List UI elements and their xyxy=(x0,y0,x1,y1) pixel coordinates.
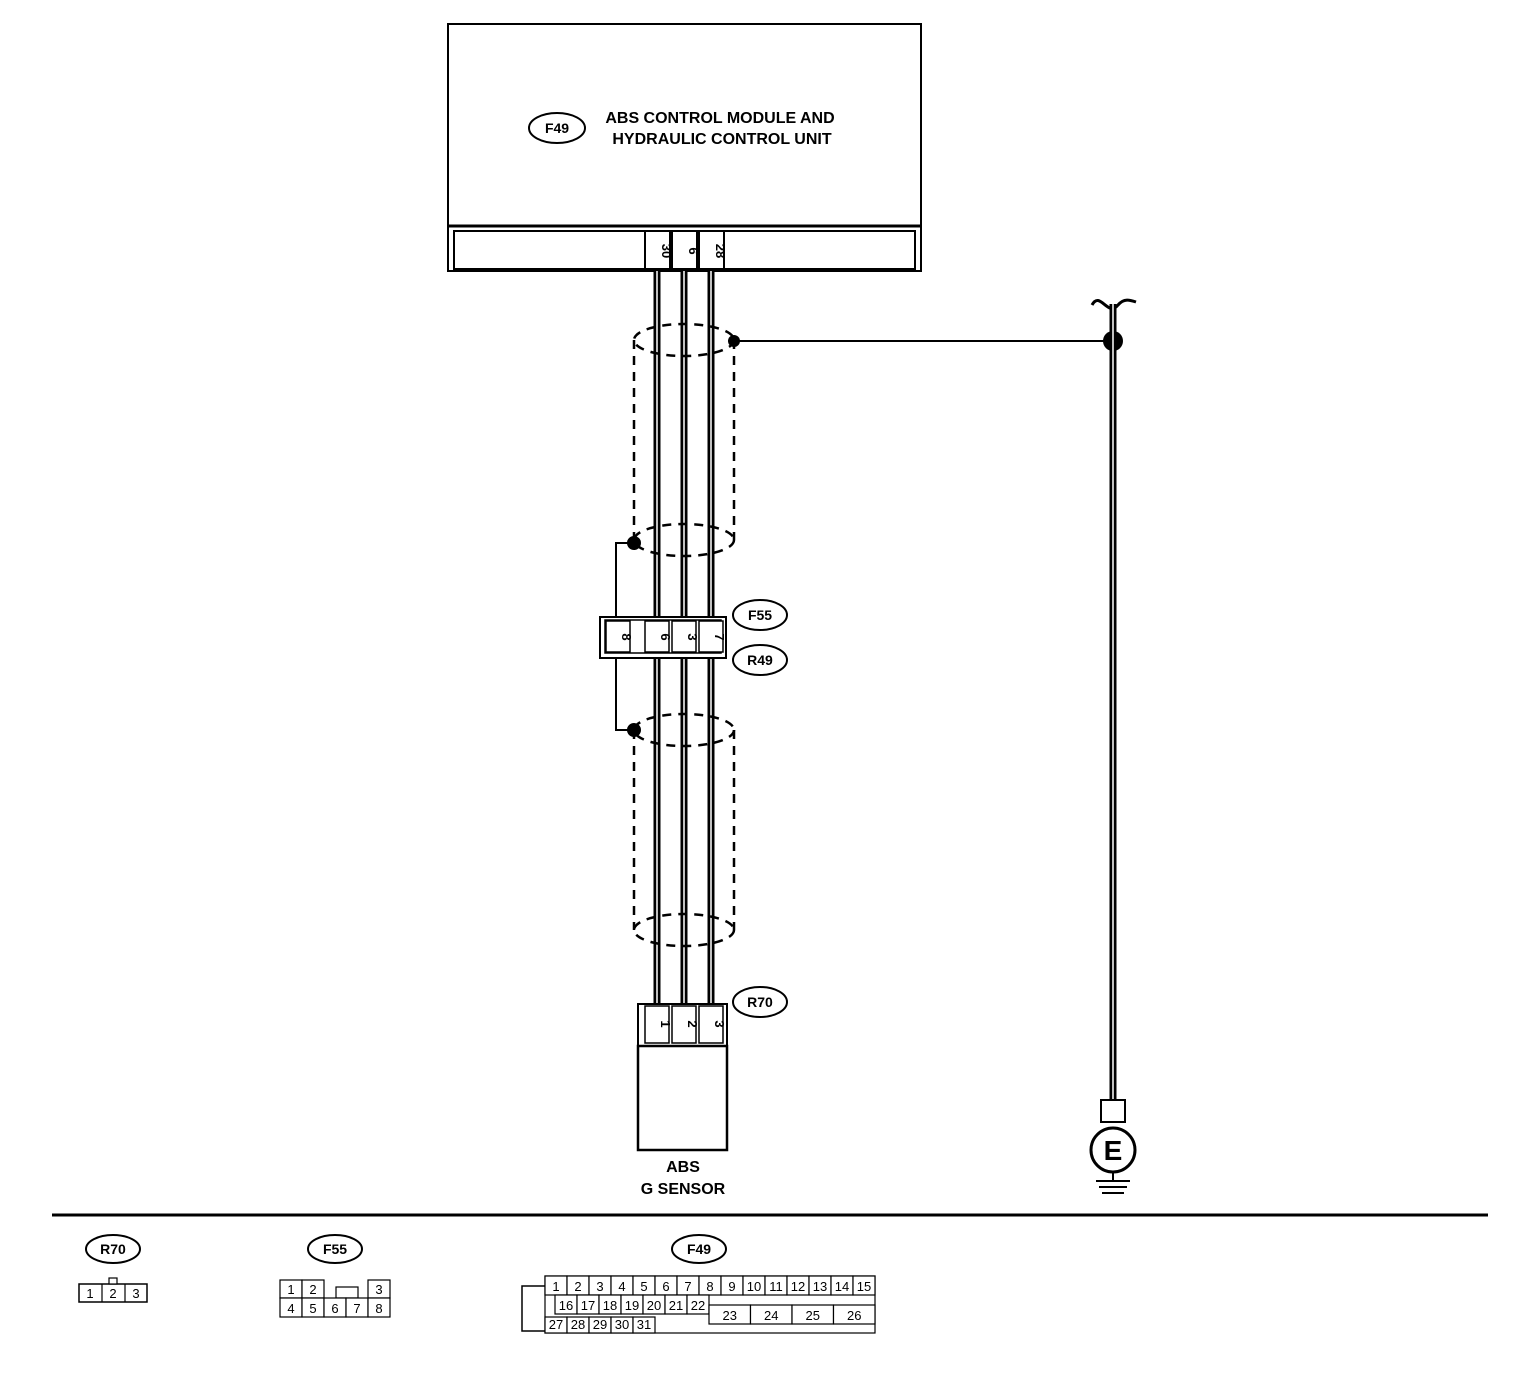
inline-pin: 8 xyxy=(619,633,634,640)
legend-f49-pin: 27 xyxy=(549,1317,563,1332)
legend-r70-pin: 3 xyxy=(132,1286,139,1301)
legend-f49-pin: 15 xyxy=(857,1279,871,1294)
legend-f49-pin: 23 xyxy=(723,1308,737,1323)
sensor-connector-id: R70 xyxy=(747,994,773,1010)
module-label-line1: ABS CONTROL MODULE AND xyxy=(605,110,834,127)
legend-f49-cell xyxy=(832,1304,876,1325)
legend-r70-pin: 1 xyxy=(86,1286,93,1301)
legend-f55-pin: 7 xyxy=(353,1301,360,1316)
inline-pin: 3 xyxy=(685,633,700,640)
legend-r70: R70 1 2 3 xyxy=(78,1234,148,1303)
abs-control-module: F49 ABS CONTROL MODULE AND HYDRAULIC CON… xyxy=(447,23,922,272)
legend-f49-pin: 5 xyxy=(640,1279,647,1294)
f55-oval xyxy=(732,599,788,631)
module-pin: 30 xyxy=(659,244,674,258)
legend-f49-pin: 17 xyxy=(581,1298,595,1313)
legend-f49-pin: 25 xyxy=(806,1308,820,1323)
legend-f49-pin: 19 xyxy=(625,1298,639,1313)
legend-f49-pin: 10 xyxy=(747,1279,761,1294)
legend-f49-pin: 12 xyxy=(791,1279,805,1294)
legend-f49-cell xyxy=(852,1275,876,1296)
legend-f49-pin: 7 xyxy=(684,1279,691,1294)
r49-oval xyxy=(732,644,788,676)
legend-f49-pin: 13 xyxy=(813,1279,827,1294)
legend-f55-pin: 8 xyxy=(375,1301,382,1316)
ground-circuit: E xyxy=(1089,298,1137,1194)
module-connector-id: F49 xyxy=(545,120,569,136)
sensor-label-line1: ABS xyxy=(666,1159,700,1176)
sensor-label-line2: G SENSOR xyxy=(641,1181,726,1198)
module-pin: 6 xyxy=(686,247,701,254)
inline-connector-f55-r49: 8 6 3 7 F55 R49 xyxy=(599,599,788,676)
legend-f49-id: F49 xyxy=(687,1241,711,1257)
legend-f55-pin: 1 xyxy=(287,1282,294,1297)
legend-f49-pin: 18 xyxy=(603,1298,617,1313)
inline-pin: 6 xyxy=(658,633,673,640)
module-connector-oval xyxy=(528,112,586,144)
ground-label: E xyxy=(1104,1135,1123,1166)
legend-f49-pin: 21 xyxy=(669,1298,683,1313)
upper-shield xyxy=(632,322,736,558)
legend-f49-pin: 8 xyxy=(706,1279,713,1294)
legend-f55-id: F55 xyxy=(323,1241,347,1257)
legend-f49-pin: 22 xyxy=(691,1298,705,1313)
sensor-pin: 2 xyxy=(685,1020,700,1027)
r70-oval xyxy=(732,986,788,1018)
legend-f49-pin: 3 xyxy=(596,1279,603,1294)
legend-f49-pin: 14 xyxy=(835,1279,849,1294)
legend-f49-pin: 29 xyxy=(593,1317,607,1332)
legend-f49-pin: 2 xyxy=(574,1279,581,1294)
lower-shield xyxy=(632,712,736,948)
legend-f49-pin: 31 xyxy=(637,1317,651,1332)
legend-r70-pin: 2 xyxy=(109,1286,116,1301)
legend-f55-pin: 4 xyxy=(287,1301,294,1316)
module-pin: 28 xyxy=(713,244,728,258)
legend-f49-pin: 6 xyxy=(662,1279,669,1294)
inline-connector-id-bottom: R49 xyxy=(747,652,773,668)
module-label-line2: HYDRAULIC CONTROL UNIT xyxy=(612,131,831,148)
legend-f49-pin: 16 xyxy=(559,1298,573,1313)
sensor-pin: 1 xyxy=(658,1020,673,1027)
sensor-pin: 3 xyxy=(712,1020,727,1027)
legend-f49-cell xyxy=(632,1316,656,1334)
legend-f49-pin: 1 xyxy=(552,1279,559,1294)
legend-f49-pin: 30 xyxy=(615,1317,629,1332)
legend-f49-pin: 4 xyxy=(618,1279,625,1294)
legend-f49-pin: 11 xyxy=(769,1279,783,1294)
inline-connector-id-top: F55 xyxy=(748,607,772,623)
legend-f55-pin: 3 xyxy=(375,1282,382,1297)
shield-ground-wire xyxy=(728,331,1123,351)
legend-f55-pin: 5 xyxy=(309,1301,316,1316)
legend-f49-pin: 26 xyxy=(847,1308,861,1323)
legend-f55-pin: 2 xyxy=(309,1282,316,1297)
shield-drain-wires xyxy=(615,536,641,737)
legend-f49-pin: 28 xyxy=(571,1317,585,1332)
inline-pin: 7 xyxy=(712,633,727,640)
abs-g-sensor: 1 2 3 R70 ABS G SENSOR xyxy=(636,986,788,1198)
legend-f55: F55 1 2 3 4 5 6 7 8 xyxy=(279,1234,391,1318)
legend-f49-pin: 24 xyxy=(764,1308,778,1323)
legend-f49-pin: 20 xyxy=(647,1298,661,1313)
legend-r70-id: R70 xyxy=(100,1241,126,1257)
legend-f55-pin: 6 xyxy=(331,1301,338,1316)
legend-f49-pin: 9 xyxy=(728,1279,735,1294)
